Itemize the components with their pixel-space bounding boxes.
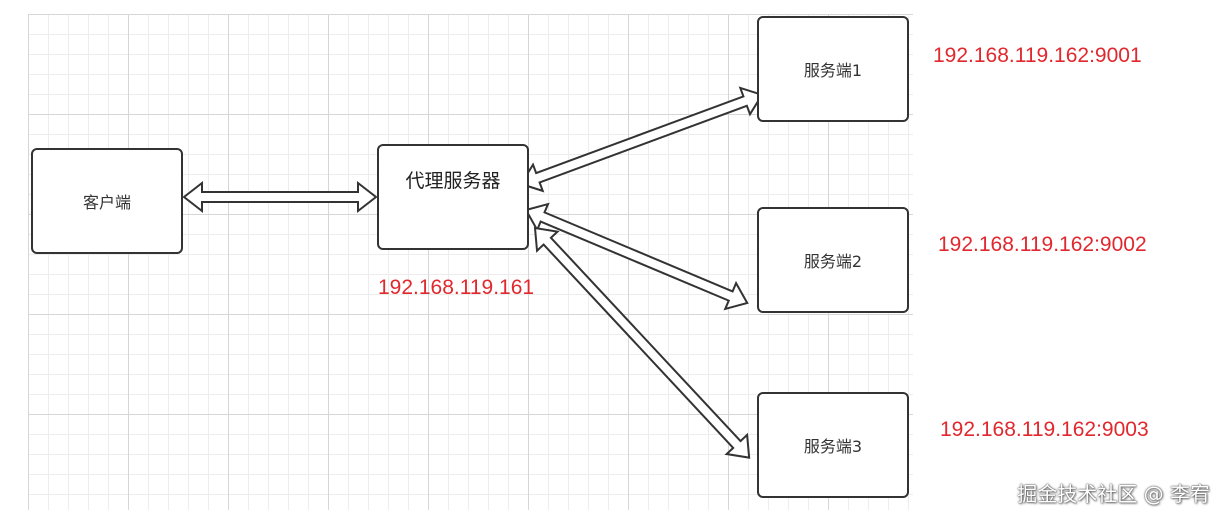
- arrow-proxy-server2: [524, 202, 749, 311]
- server3-address: 192.168.119.162:9003: [940, 418, 1149, 441]
- server2-label: 服务端2: [803, 252, 863, 271]
- proxy-address: 192.168.119.161: [378, 276, 535, 299]
- server2-address: 192.168.119.162:9002: [938, 233, 1147, 256]
- client-node: 客户端: [31, 148, 183, 254]
- watermark: 掘金技术社区 @ 李宥: [1017, 482, 1210, 506]
- arrow-proxy-server3: [533, 226, 751, 459]
- client-label: 客户端: [82, 193, 131, 212]
- server3-node: 服务端3: [757, 392, 909, 498]
- proxy-server-label: 代理服务器: [405, 170, 501, 192]
- server3-label: 服务端3: [803, 437, 863, 456]
- server2-node: 服务端2: [757, 207, 909, 313]
- server1-label: 服务端1: [803, 61, 863, 80]
- proxy-server-node: 代理服务器: [377, 144, 529, 250]
- arrow-proxy-server1: [519, 86, 764, 193]
- arrow-client-proxy: [182, 180, 378, 214]
- server1-node: 服务端1: [757, 16, 909, 122]
- server1-address: 192.168.119.162:9001: [933, 44, 1142, 67]
